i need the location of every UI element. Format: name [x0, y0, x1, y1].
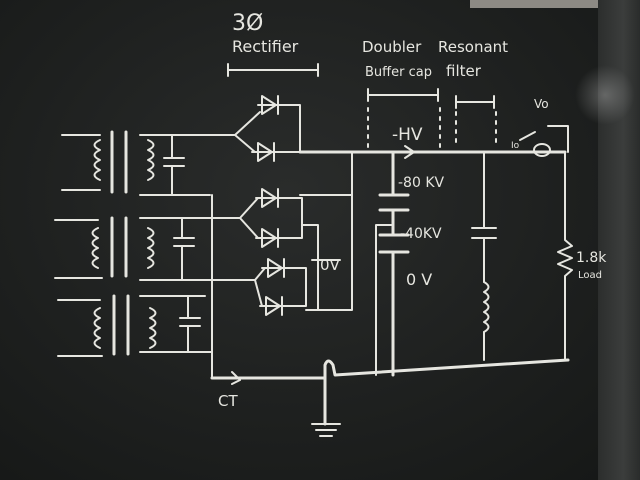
secondary-cap-2 — [173, 217, 195, 281]
rectifier-bracket — [227, 63, 319, 77]
doubler-stack — [375, 150, 410, 377]
chalk-smudge — [575, 65, 635, 125]
hv-node-label: -HV — [392, 125, 423, 145]
buffer-cap-label: Buffer cap — [365, 65, 432, 80]
bridge-to-doubler-wire — [299, 151, 353, 311]
doubler-label: Doubler — [362, 38, 422, 56]
ct-label: CT — [218, 392, 238, 410]
node-80kv-label: -80 KV — [398, 175, 444, 191]
rectifier-label: Rectifier — [232, 37, 299, 56]
node-40kv-label: -40KV — [400, 226, 442, 242]
diode-bridge — [204, 95, 307, 316]
transformer-3 — [57, 294, 213, 357]
transformer-2 — [54, 216, 211, 281]
cap-0v-label: 0 V — [406, 270, 432, 289]
resonant-filter — [471, 151, 497, 361]
resonant-label: Resonant — [438, 38, 508, 56]
hv-arrow — [404, 145, 415, 159]
output-meter — [519, 125, 569, 157]
doubler-bracket — [367, 88, 439, 102]
ground-return-rail — [210, 358, 570, 380]
ground-symbol — [311, 376, 341, 437]
bridge-0v-label: 0V — [320, 256, 341, 274]
ct-arrow — [231, 371, 241, 385]
secondary-cap-1 — [163, 134, 185, 196]
secondary-cap-3 — [179, 295, 201, 353]
iout-label: Io — [511, 141, 520, 151]
resistor-load-label: Load — [578, 270, 602, 281]
board-frame-top — [470, 0, 640, 8]
board-frame-right — [598, 0, 640, 480]
load-resistor — [557, 151, 573, 361]
vout-label: Vo — [534, 97, 549, 111]
resistor-value-label: 1.8k — [576, 250, 607, 266]
filter-label: filter — [446, 62, 482, 80]
filter-bracket — [455, 95, 495, 109]
mid-rail — [301, 224, 341, 311]
transformer-1 — [61, 130, 211, 196]
phase-label: 3Ø — [232, 11, 263, 36]
